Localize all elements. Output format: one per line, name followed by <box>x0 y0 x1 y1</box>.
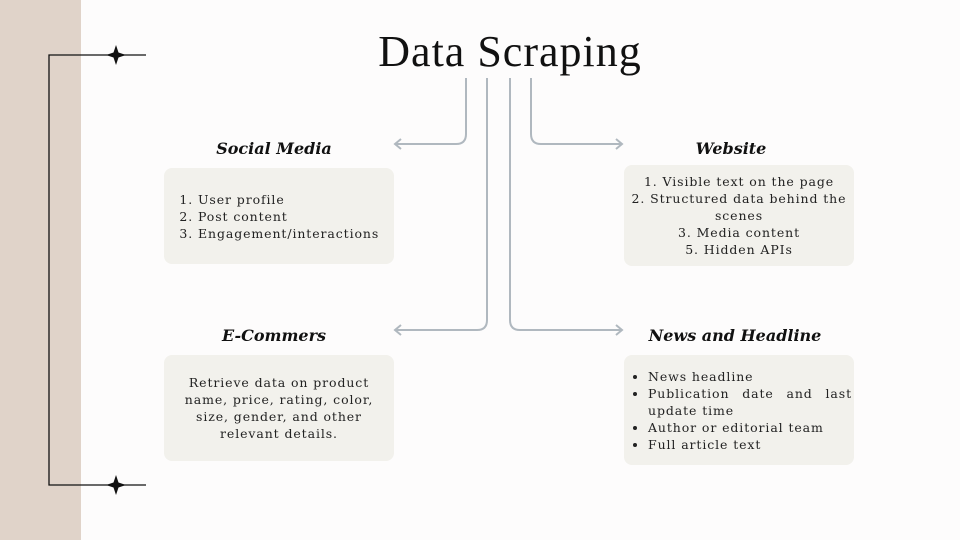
website-heading: Website <box>695 139 767 158</box>
list-item: Post content <box>198 208 384 225</box>
list-item: Engagement/interactions <box>198 225 384 242</box>
bracket-line <box>48 54 146 486</box>
list-item: 1. Visible text on the page <box>643 174 835 189</box>
list-item: 2. Structured data behind the scenes <box>631 191 847 223</box>
connector-ecommerce <box>396 78 488 331</box>
sparkle-icon <box>106 45 126 65</box>
list-item: Publication date and last update time <box>648 385 852 419</box>
ecommerce-text: Retrieve data on product name, price, ra… <box>184 375 374 441</box>
connector-social <box>396 78 467 145</box>
ecommerce-heading: E-Commers <box>221 326 326 345</box>
list-item: 3. Media content <box>678 225 800 240</box>
list-item: News headline <box>648 368 852 385</box>
decorative-stripe <box>0 0 81 540</box>
website-box: 1. Visible text on the page 2. Structure… <box>624 165 854 266</box>
ecommerce-box: Retrieve data on product name, price, ra… <box>164 355 394 461</box>
list-item: Author or editorial team <box>648 419 852 436</box>
list-item: 5. Hidden APIs <box>685 242 793 257</box>
social-media-box: User profile Post content Engagement/int… <box>164 168 394 264</box>
sparkle-icon <box>106 475 126 495</box>
connector-website <box>530 78 622 145</box>
news-heading: News and Headline <box>648 326 822 345</box>
news-box: News headline Publication date and last … <box>624 355 854 465</box>
social-media-heading: Social Media <box>216 139 332 158</box>
list-item: User profile <box>198 191 384 208</box>
page-title: Data Scraping <box>378 27 642 76</box>
list-item: Full article text <box>648 436 852 453</box>
connector-news <box>509 78 622 331</box>
